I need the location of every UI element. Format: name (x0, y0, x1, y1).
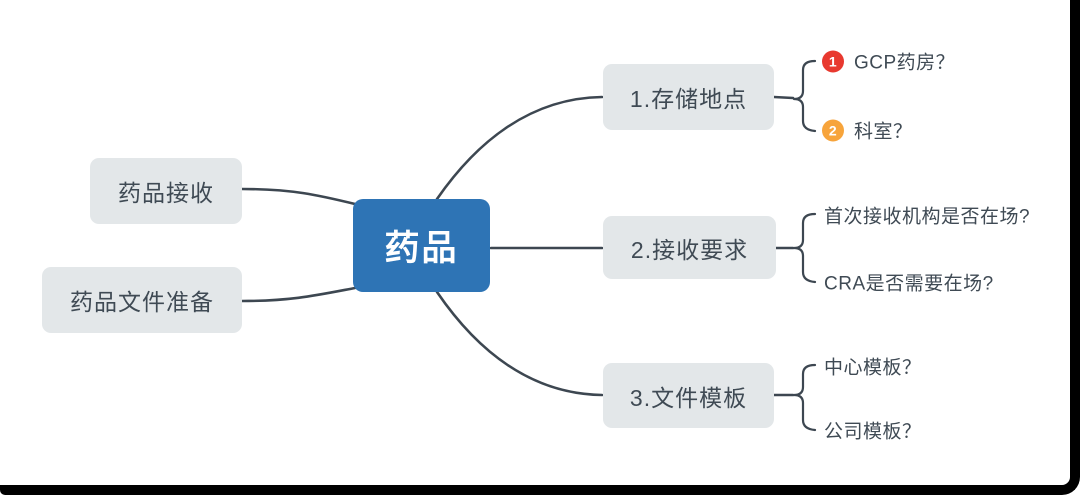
leaf-label: 公司模板？ (824, 421, 922, 443)
node-file-template[interactable]: 3.文件模板 (603, 363, 774, 428)
leaf-label: GCP药房？ (854, 52, 956, 74)
node-center-label: 药品 (384, 229, 459, 268)
node-drug-receive[interactable]: 药品接收 (90, 158, 242, 224)
leaf-label: 中心模板？ (824, 357, 922, 379)
node-storage-location[interactable]: 1.存储地点 (603, 64, 774, 130)
numbered-badge-2: 2 (822, 119, 844, 141)
brace-right1 (792, 59, 817, 133)
leaf-label: CRA是否需要在场? (824, 273, 994, 295)
node-label: 1.存储地点 (629, 86, 748, 112)
node-label: 2.接收要求 (630, 236, 749, 263)
leaf-label: 科室？ (854, 121, 913, 143)
edge-center-right3 (435, 290, 604, 397)
leaf-label: 首次接收机构是否在场? (824, 206, 1031, 228)
leaf-cra-onsite[interactable]: CRA是否需要在场? (824, 269, 994, 296)
node-drug-doc-prep[interactable]: 药品文件准备 (42, 267, 242, 333)
leaf-department[interactable]: 2 科室？ (822, 117, 913, 144)
node-center-topic[interactable]: 药品 (353, 199, 490, 292)
node-label: 药品接收 (118, 180, 214, 206)
edge-center-right1 (435, 95, 604, 201)
edge-left2-center (240, 286, 357, 303)
leaf-center-template[interactable]: 中心模板？ (824, 353, 922, 380)
leaf-gcp-pharmacy[interactable]: 1 GCP药房？ (822, 48, 955, 75)
node-label: 3.文件模板 (629, 384, 748, 411)
brace-right2 (792, 212, 817, 284)
edge-left1-center (240, 187, 357, 206)
edge-right1-brace (772, 95, 795, 100)
node-receive-requirements[interactable]: 2.接收要求 (603, 216, 776, 279)
node-label: 药品文件准备 (70, 289, 214, 315)
brace-right3 (792, 363, 817, 432)
leaf-company-template[interactable]: 公司模板？ (824, 417, 922, 444)
numbered-badge-1: 1 (822, 50, 844, 72)
leaf-first-receive-onsite[interactable]: 首次接收机构是否在场? (824, 202, 1030, 229)
